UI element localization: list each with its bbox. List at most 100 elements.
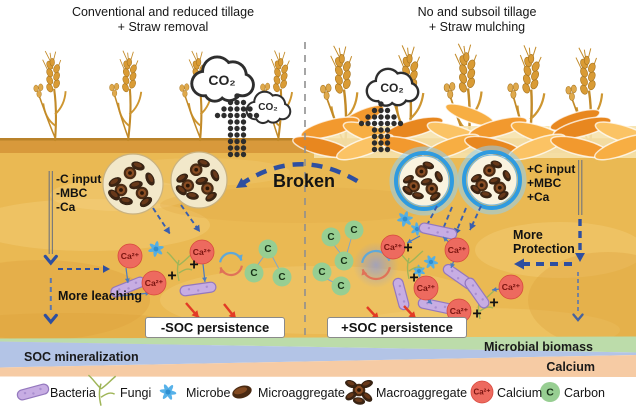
straw-mulch [292, 103, 636, 161]
right-flow-arrows [514, 160, 585, 322]
microaggregate-icon [232, 385, 252, 399]
left-panel-title-line2: + Straw removal [117, 20, 209, 34]
left-factor-c-input: -C input [56, 172, 102, 186]
legend-label-carbon: Carbon [564, 386, 605, 400]
band-label-soc-mineralization: SOC mineralization [24, 350, 139, 364]
broken-label: Broken [273, 171, 336, 191]
carbon-cycle-icon [219, 251, 243, 277]
calcium-ion-icon: Ca²⁺ [117, 243, 143, 269]
microbe-icon [423, 255, 439, 269]
legend-label-macroaggregate: Macroaggregate [376, 386, 468, 400]
calcium-ion-icon: Ca²⁺ [380, 234, 406, 260]
svg-text:Ca²⁺: Ca²⁺ [417, 283, 436, 293]
carbon-icon: C [334, 251, 354, 271]
carbon-icon: C [272, 267, 292, 287]
calcium-ion-icon: Ca²⁺ [413, 275, 439, 301]
fungi-icon [87, 374, 117, 406]
svg-text:C: C [250, 268, 257, 279]
carbon-icon: C [540, 382, 560, 402]
svg-text:C: C [337, 281, 344, 292]
co2-cloud-right [365, 67, 420, 107]
band-microbial-biomass [0, 336, 636, 353]
right-panel-title-line2: + Straw mulching [428, 20, 526, 34]
svg-text:C: C [278, 272, 285, 283]
calcium-ion-icon: Ca²⁺ [470, 380, 494, 404]
plus-sign: + [403, 240, 412, 257]
wheat-plant-icon [33, 50, 67, 142]
band-calcium [0, 355, 636, 377]
calcium-ion-icon: Ca²⁺ [141, 270, 167, 296]
svg-text:Ca²⁺: Ca²⁺ [145, 278, 164, 288]
wheat-plant-icon [443, 43, 483, 151]
svg-text:Ca²⁺: Ca²⁺ [474, 388, 491, 397]
plus-sign: + [189, 257, 198, 274]
legend-label-bacteria: Bacteria [50, 386, 96, 400]
plus-sign: + [409, 270, 418, 287]
co2-emission-arrow-right [358, 101, 404, 153]
svg-text:C: C [318, 267, 325, 278]
co2-label-right: CO₂ [380, 81, 404, 95]
co2-cloud-small-left [245, 90, 292, 125]
right-panel-title-line1: No and subsoil tillage [417, 5, 537, 19]
svg-text:Ca²⁺: Ca²⁺ [450, 306, 469, 316]
svg-text:C: C [546, 387, 554, 399]
co2-label-small-left: CO₂ [258, 102, 278, 113]
co2-cloud-large-left [190, 55, 255, 103]
calcium-ion-icon: Ca²⁺ [498, 274, 524, 300]
carbon-icon: C [312, 262, 332, 282]
microbe-icon [148, 241, 164, 257]
bacteria-icon [392, 277, 410, 311]
wheat-plant-icon [565, 47, 604, 151]
svg-text:Ca²⁺: Ca²⁺ [121, 251, 140, 261]
fungi-icon [166, 251, 194, 282]
co2-label-large-left: CO₂ [208, 72, 236, 88]
right-factor-c-input: +C input [527, 162, 576, 176]
legend-label-microbe: Microbe [186, 386, 231, 400]
macroaggregate-open-left-1 [102, 153, 164, 215]
macroaggregate-protected-right-1 [389, 146, 459, 216]
macroaggregate-protected-right-2 [457, 145, 527, 215]
carbon-icon: C [244, 263, 264, 283]
soc-persistence-box-negative: -SOC persistence [145, 317, 285, 338]
macroaggregate-icon [345, 379, 373, 405]
bacteria-icon [110, 276, 146, 298]
more-protection-label-line1: More [513, 228, 543, 242]
bacteria-icon [179, 281, 217, 297]
band-label-calcium: Calcium [546, 360, 595, 374]
broken-arc-arrow [236, 162, 364, 188]
microbe-icon [159, 384, 177, 400]
more-protection-label-line2: Protection [513, 242, 575, 256]
microbe-icon [397, 211, 413, 227]
svg-text:C: C [350, 225, 357, 236]
legend-label-microaggregate: Microaggregate [258, 386, 345, 400]
wheat-plant-icon [260, 50, 294, 142]
left-factor-mbc: -MBC [56, 186, 88, 200]
macroaggregate-open-left-2 [170, 151, 228, 209]
svg-text:Ca²⁺: Ca²⁺ [384, 242, 403, 252]
plus-sign: + [489, 295, 498, 312]
svg-text:C: C [340, 256, 347, 267]
band-label-microbial-biomass: Microbial biomass [483, 340, 593, 354]
svg-text:Ca²⁺: Ca²⁺ [502, 282, 521, 292]
bacteria-icon [418, 222, 458, 240]
gradient-bands [0, 336, 636, 377]
bacteria-icon [16, 383, 50, 401]
more-leaching-label: More leaching [58, 289, 143, 303]
left-panel-title-line1: Conventional and reduced tillage [71, 5, 255, 19]
right-factor-ca: +Ca [527, 190, 550, 204]
carbon-icon: C [258, 239, 278, 259]
carbon-icon: C [344, 220, 364, 240]
svg-text:Ca²⁺: Ca²⁺ [448, 245, 467, 255]
right-factor-mbc: +MBC [527, 176, 562, 190]
plus-sign: + [472, 306, 481, 323]
wheat-plant-icon [109, 50, 143, 142]
band-soc-mineralization [0, 341, 636, 368]
left-flow-arrows [43, 171, 110, 325]
legend-label-fungi: Fungi [120, 386, 152, 400]
co2-emission-arrow-left [214, 93, 260, 158]
left-factor-ca: -Ca [56, 200, 76, 214]
carbon-icon: C [321, 227, 341, 247]
